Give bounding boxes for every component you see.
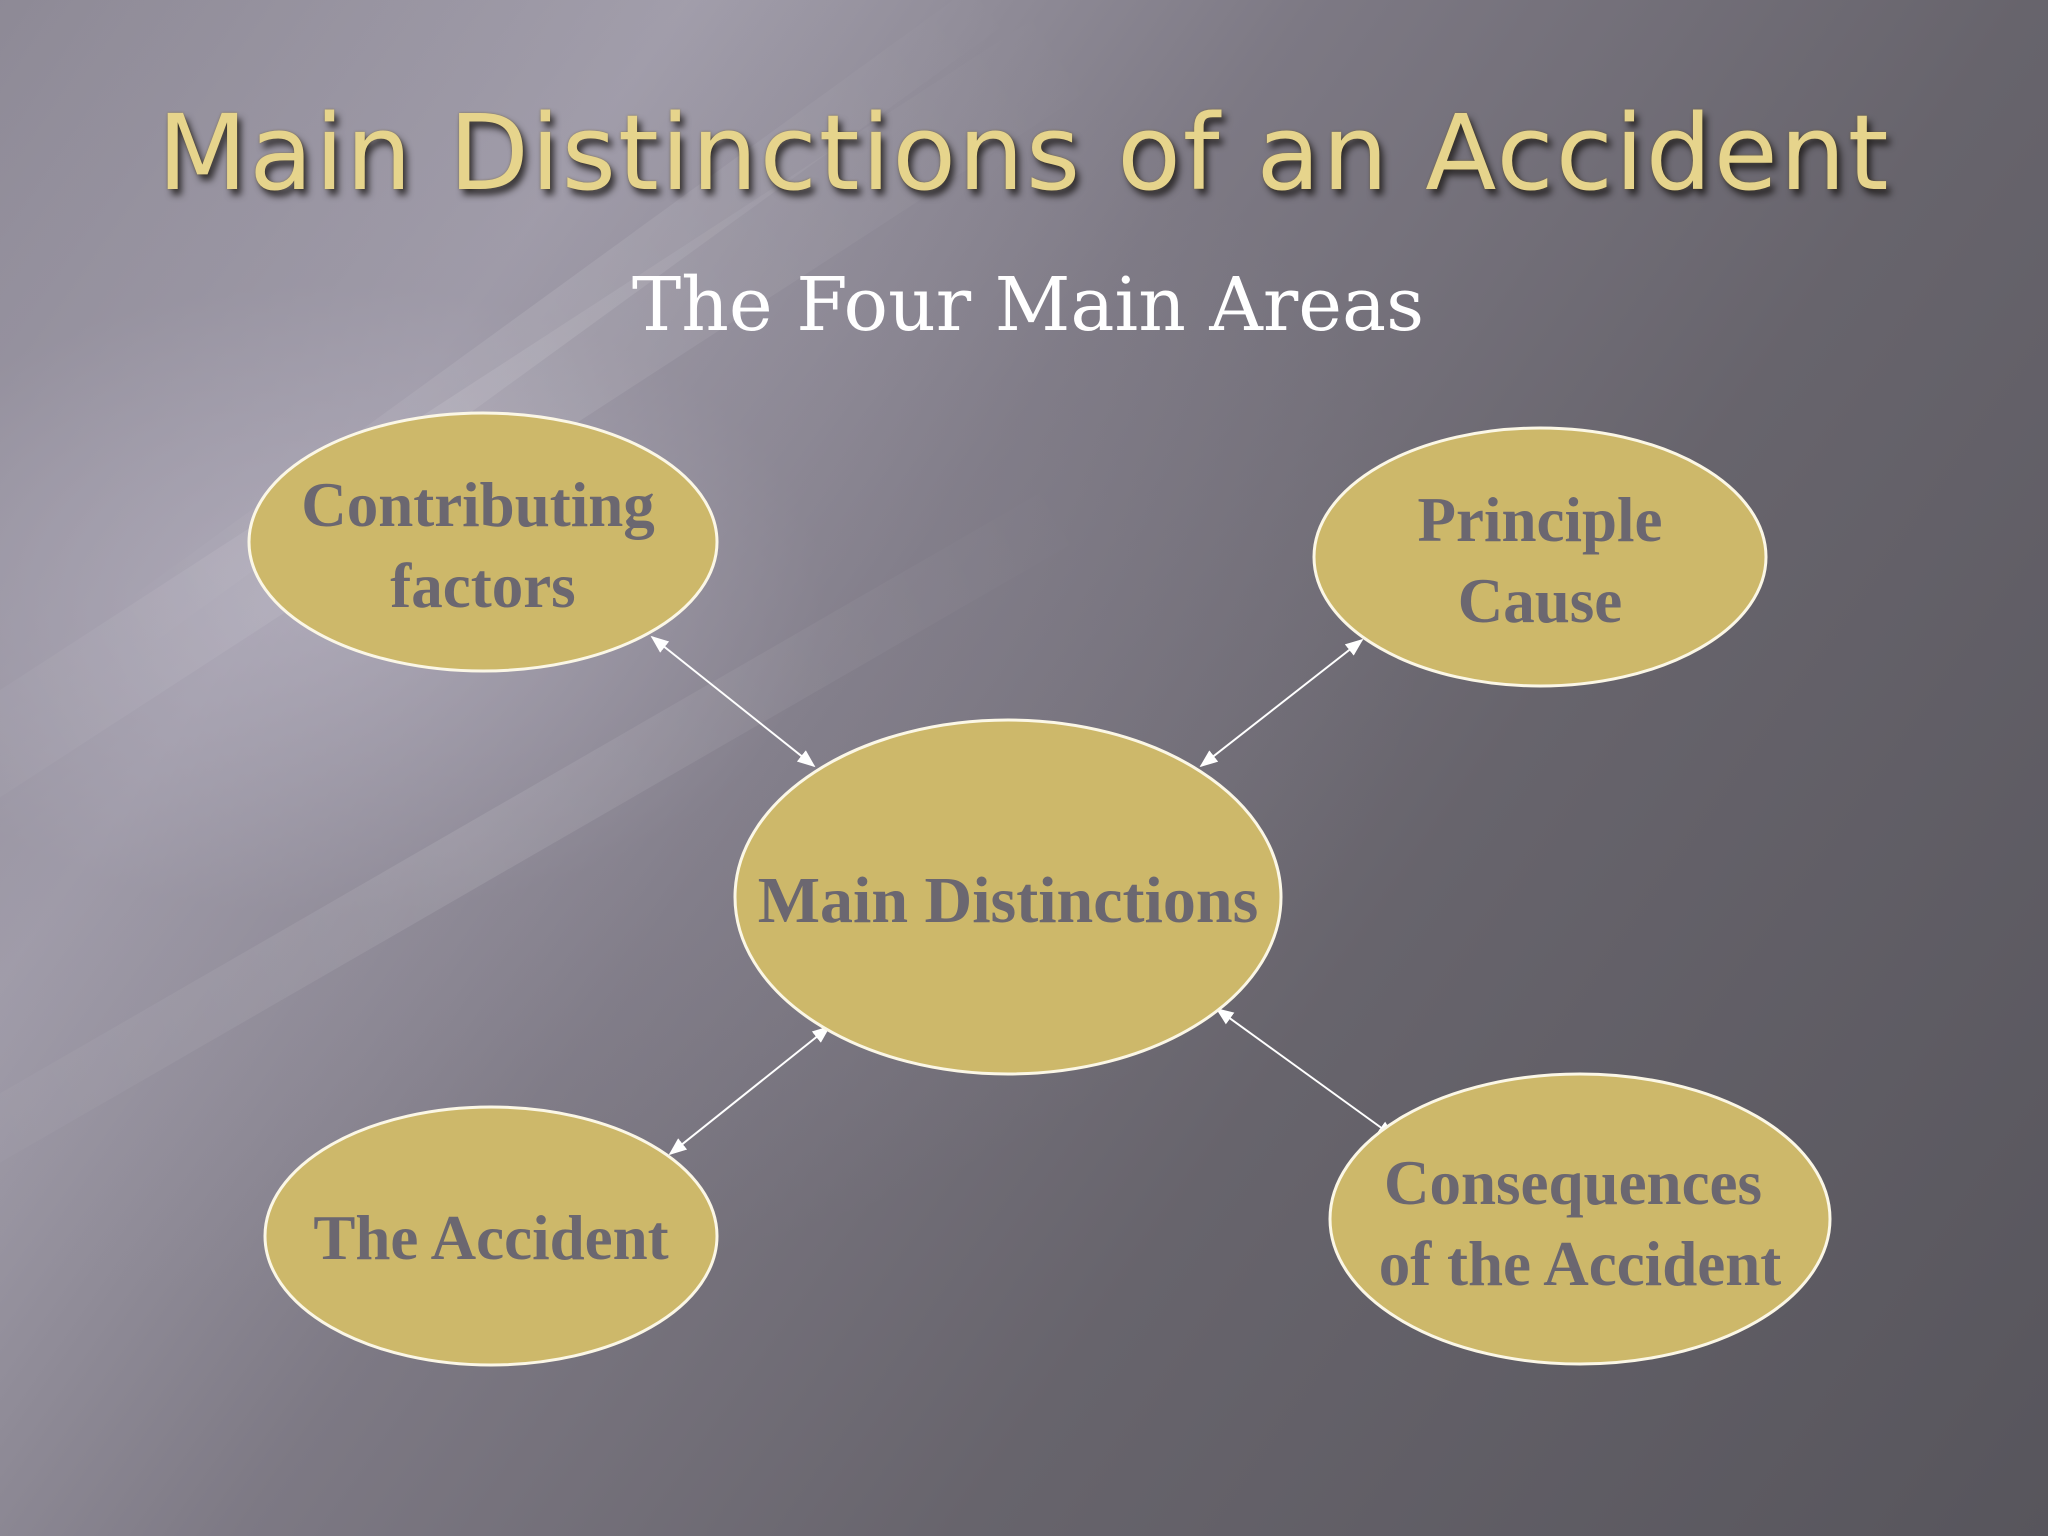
arrow-the-accident [668,1025,831,1156]
node-label-line: Contributing [301,470,655,540]
node-contributing-factors: Contributing factors [247,411,719,673]
slide-title: Main Distinctions of an Accident [157,92,1891,214]
node-label-line: of the Accident [1379,1229,1781,1299]
node-ellipse [1312,426,1768,688]
node-ellipse [263,1105,719,1367]
arrow-contributing-factors [650,635,816,768]
node-label-line: factors [390,551,575,621]
node-label-line: The Accident [313,1203,668,1273]
node-label-line: Cause [1458,566,1623,636]
node-principle-cause: Principle Cause [1312,426,1768,688]
center-ellipse [733,718,1283,1076]
node-the-accident: The Accident [263,1105,719,1367]
center-node: Main Distinctions [733,718,1283,1076]
center-label: Main Distinctions [758,864,1259,937]
slide-subtitle: The Four Main Areas [631,262,1425,348]
node-ellipse [1328,1072,1832,1366]
arrow-consequences [1215,1007,1396,1139]
node-label-line: Principle [1418,485,1663,555]
node-ellipse [247,411,719,673]
node-consequences: Consequences of the Accident [1328,1072,1832,1366]
node-label-line: Consequences [1384,1148,1762,1218]
arrow-principle-cause [1199,638,1364,768]
